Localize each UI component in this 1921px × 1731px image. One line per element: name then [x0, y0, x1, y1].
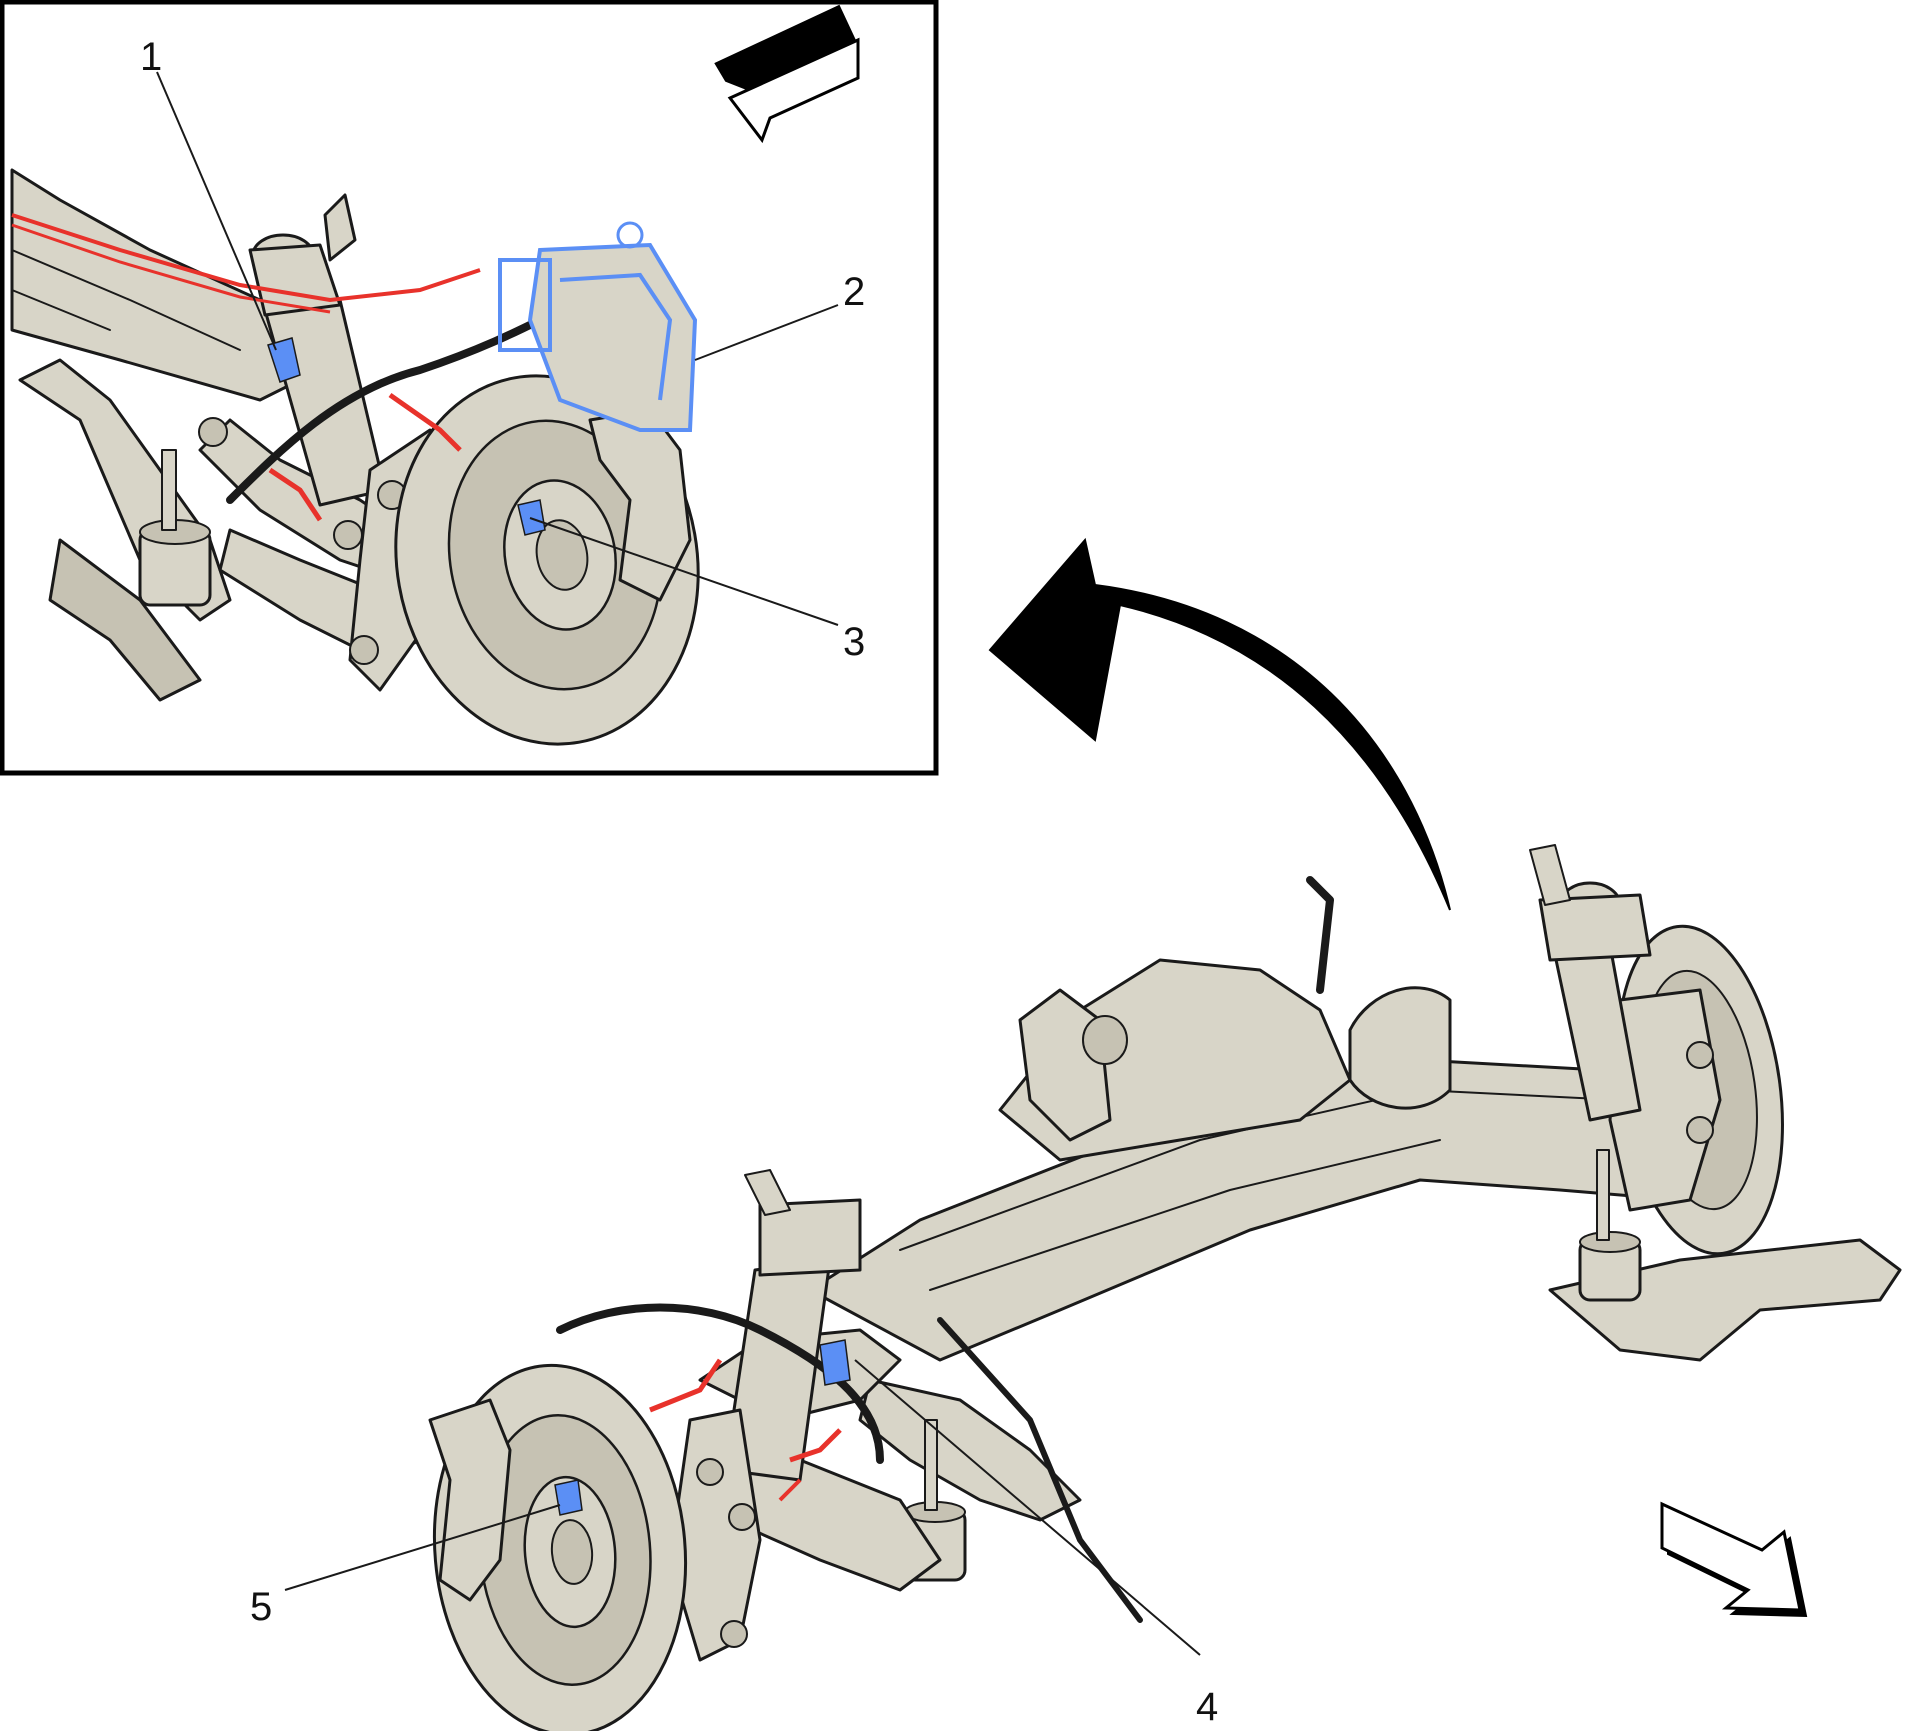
- forward-arrow-icon: [714, 4, 860, 144]
- callout-3: 3: [843, 620, 865, 664]
- inset-detail-view: 1 2 3: [0, 0, 939, 776]
- main-wheel-speed-sensor: [819, 1339, 851, 1386]
- curved-arrow-icon: [988, 537, 1451, 911]
- main-right-bushing: [1578, 1149, 1642, 1302]
- leader-line-1: [156, 71, 277, 351]
- inset-bushing: [138, 449, 212, 607]
- main-park-brake-actuator: [554, 1479, 583, 1516]
- callout-1: 1: [140, 35, 162, 79]
- inset-brake-lines: [11, 213, 481, 522]
- inset-leader-lines: [156, 71, 839, 626]
- callout-4: 4: [1196, 1685, 1218, 1729]
- leader-line-4: [854, 1359, 1201, 1656]
- inset-brake-rotor: [394, 374, 700, 746]
- forward-arrow-icon: [1660, 1501, 1808, 1618]
- callout-5: 5: [250, 1585, 272, 1629]
- main-right-shock: [1529, 844, 1652, 1122]
- main-brake-lines: [649, 1358, 842, 1502]
- main-diff-housing: [1348, 986, 1452, 1110]
- leader-line-5: [284, 1504, 561, 1591]
- callout-2: 2: [843, 270, 865, 314]
- main-left-caliper: [428, 1398, 512, 1602]
- leader-line-3: [529, 517, 839, 626]
- leader-line-2: [694, 304, 839, 361]
- main-assembly: 4 5: [250, 844, 1902, 1731]
- inset-assembly: [10, 168, 700, 746]
- inset-brake-modulator: [498, 221, 698, 432]
- main-leader-lines: [284, 1359, 1201, 1656]
- main-left-shock: [723, 1169, 862, 1482]
